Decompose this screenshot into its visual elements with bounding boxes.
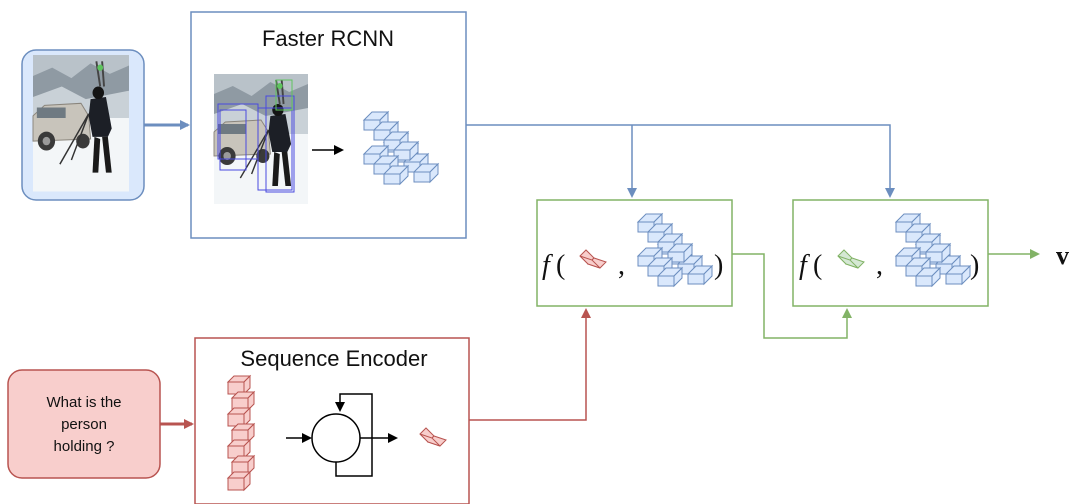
fusion-open-paren-2: ( [813, 250, 822, 281]
faster-rcnn-title: Faster RCNN [262, 26, 394, 51]
arrow-fusion1-to-fusion2 [732, 253, 852, 339]
output-symbol: v [1056, 241, 1069, 270]
fusion-block-2: f ( , ) [792, 199, 989, 307]
feature-routing-arrows [466, 124, 895, 198]
detection-image [213, 73, 309, 205]
fusion-block-1: f ( , ) [536, 199, 733, 307]
rnn-cell [311, 393, 373, 477]
arrow-encoder-to-fusion1 [469, 308, 591, 421]
question-line-3: holding ? [54, 438, 115, 455]
fusion-comma-2: , [876, 250, 883, 281]
fusion-comma-1: , [618, 250, 625, 281]
fusion-func-2: f [799, 250, 810, 281]
word-embeddings-icon [227, 375, 255, 491]
fusion-func-1: f [542, 250, 553, 281]
faster-rcnn-block: Faster RCNN [190, 11, 467, 239]
question-line-1: What is the [46, 394, 121, 411]
fusion-close-paren-2: ) [970, 250, 979, 281]
fusion-close-paren-1: ) [714, 250, 723, 281]
sequence-encoder-block: Sequence Encoder [194, 337, 470, 504]
question-block: What is the person holding ? [7, 369, 161, 479]
sequence-encoder-title: Sequence Encoder [240, 346, 427, 371]
input-image [21, 49, 145, 201]
question-line-2: person [61, 416, 107, 433]
fusion-open-paren-1: ( [556, 250, 565, 281]
